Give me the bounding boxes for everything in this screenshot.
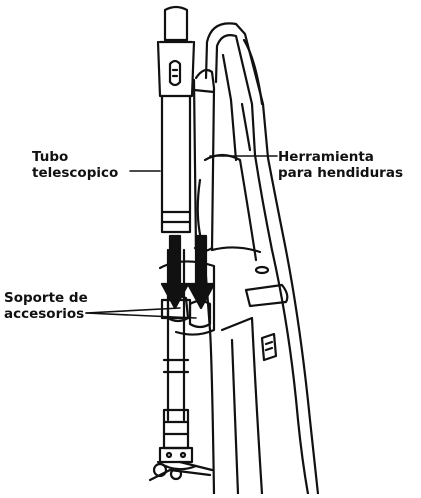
- soporte-leader-b: [86, 313, 196, 318]
- telescopic-tube: [158, 7, 194, 232]
- label-tubo-line1: Tubo: [32, 149, 118, 165]
- label-herramienta-line1: Herramienta: [278, 149, 403, 165]
- crevice-tool: [194, 70, 214, 251]
- label-soporte-line1: Soporte de: [4, 290, 88, 306]
- arrow-right: [188, 236, 214, 308]
- insertion-arrows: [162, 236, 214, 308]
- label-tubo-line2: telescopico: [32, 165, 118, 181]
- label-soporte-accesorios: Soporte de accesorios: [4, 290, 88, 322]
- label-herramienta-hendiduras: Herramienta para hendiduras: [278, 149, 403, 181]
- soporte-leader-a: [86, 308, 180, 313]
- label-tubo-telescopico: Tubo telescopico: [32, 149, 118, 181]
- label-herramienta-line2: para hendiduras: [278, 165, 403, 181]
- label-soporte-line2: accesorios: [4, 306, 88, 322]
